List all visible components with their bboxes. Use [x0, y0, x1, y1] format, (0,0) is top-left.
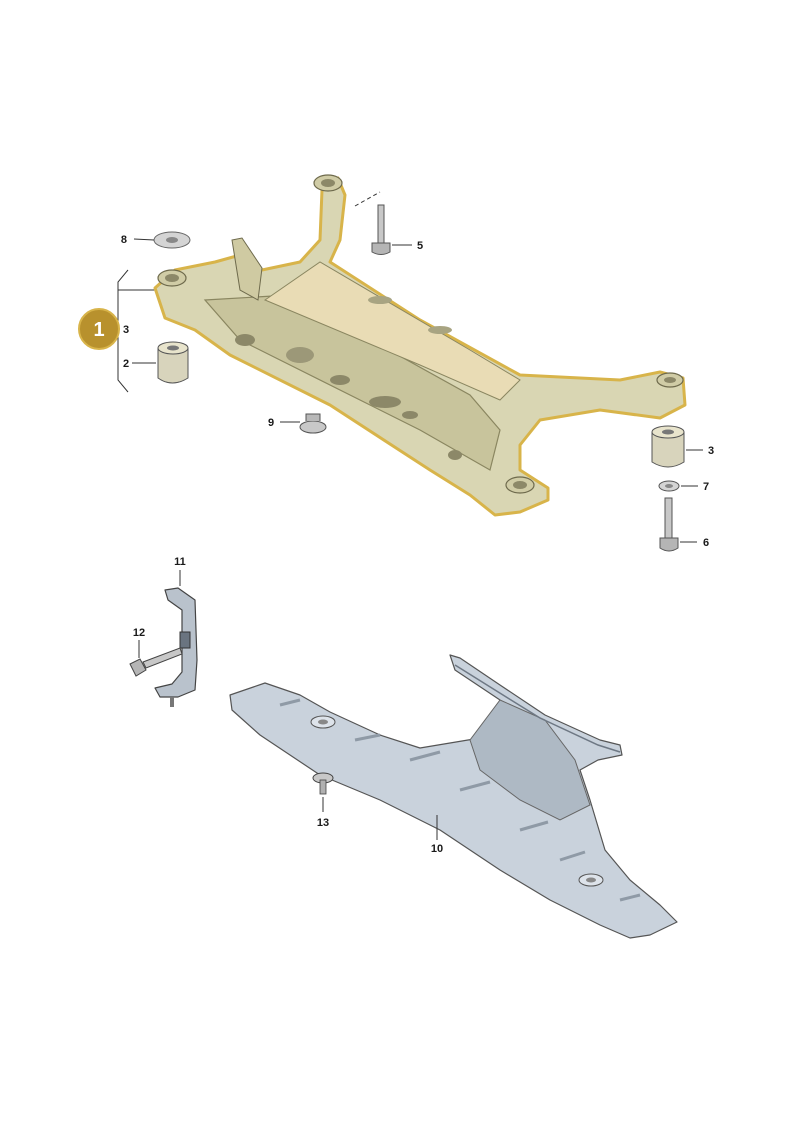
bolt-icon — [371, 204, 391, 255]
callout-9: 9 — [268, 417, 274, 429]
callout-10: 10 — [431, 843, 443, 855]
callout-5: 5 — [417, 240, 423, 252]
callout-11: 11 — [174, 556, 186, 568]
bracket-icon — [154, 587, 198, 707]
callout-8: 8 — [121, 234, 127, 246]
bushing-icon — [651, 425, 685, 468]
group-badge: 1 — [78, 308, 120, 350]
badge-label: 1 — [93, 319, 104, 341]
callout-2: 2 — [123, 358, 129, 370]
subframe-icon — [153, 174, 687, 517]
bolt-icon — [659, 497, 679, 552]
washer-icon — [153, 231, 191, 249]
callout-7: 7 — [703, 481, 709, 493]
underbody-shield-icon — [229, 654, 678, 939]
callout-3: 3 — [708, 445, 714, 457]
callout-12: 12 — [133, 627, 145, 639]
bolt-icon — [129, 647, 183, 677]
leader-line — [354, 191, 381, 207]
callout-3-group: 3 — [123, 324, 129, 336]
washer-icon — [658, 480, 680, 492]
callout-13: 13 — [317, 817, 329, 829]
bolt-icon — [312, 772, 334, 795]
bushing-icon — [157, 341, 189, 384]
callout-6: 6 — [703, 537, 709, 549]
leader-line — [133, 238, 155, 241]
nut-icon — [299, 413, 327, 434]
